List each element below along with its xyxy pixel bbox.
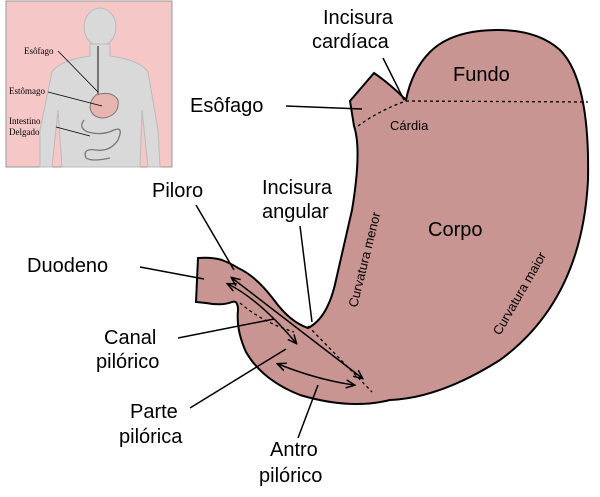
label-incisura-angular-2: angular [262, 201, 329, 223]
label-corpo: Corpo [428, 219, 482, 241]
label-antro-pilorico-1: Antro [270, 439, 318, 461]
leader-lines [139, 57, 405, 439]
label-fundo: Fundo [453, 64, 510, 86]
inset-label-estomago: Estômago [9, 86, 45, 96]
label-canal-pilorico-1: Canal [104, 327, 156, 349]
label-duodeno: Duodeno [27, 255, 108, 277]
inset-label-esofago: Esôfago [24, 46, 54, 56]
label-antro-pilorico-2: pilórico [259, 465, 322, 487]
label-parte-pilorica-1: Parte [130, 401, 178, 423]
label-incisura-cardiaca-1: Incisura [323, 7, 394, 29]
label-canal-pilorico-2: pilórico [96, 351, 159, 373]
inset-leaders [47, 50, 103, 137]
inset-label-intestino: Intestino [9, 116, 41, 126]
label-esofago: Esôfago [190, 95, 263, 117]
label-parte-pilorica-2: pilórica [119, 426, 183, 448]
inset-organs [81, 46, 121, 161]
stomach-outline [194, 28, 590, 405]
label-cardia: Cárdia [390, 118, 429, 133]
pyloric-arrows [228, 278, 362, 385]
arrow-antro-pilorico [278, 364, 354, 385]
inset-label-delgado: Delgado [9, 127, 40, 137]
inset-panel: Esôfago Estômago Intestino Delgado [5, 0, 173, 168]
label-incisura-cardiaca-2: cardíaca [312, 31, 390, 53]
label-piloro: Piloro [152, 180, 203, 202]
label-incisura-angular-1: Incisura [262, 177, 333, 199]
